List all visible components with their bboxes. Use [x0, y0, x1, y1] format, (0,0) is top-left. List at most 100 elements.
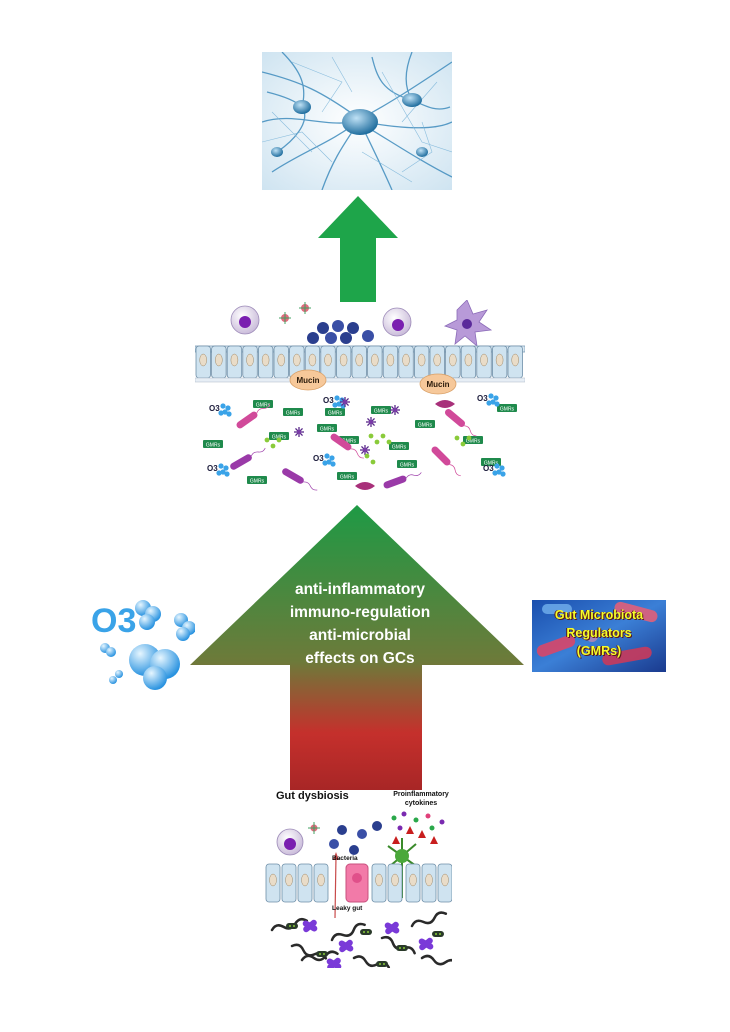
coccus-icon [264, 437, 270, 443]
coccus-icon [276, 437, 282, 443]
epithelial-cell [265, 863, 281, 903]
upward-arrow-green [318, 196, 398, 302]
gmr-tag-label: GMRs [286, 411, 301, 417]
epithelial-cell [281, 863, 297, 903]
gmr-tag-label: GMRs [500, 407, 515, 413]
gut-microbiota-regulators-image [532, 600, 666, 672]
cytokines-cluster [391, 811, 445, 844]
purple-pathogen-icon [384, 921, 400, 935]
epithelial-cell [367, 345, 383, 379]
bacteria-spheres-icon [329, 821, 382, 855]
epithelial-cell [405, 863, 421, 903]
effects-text: anti-inflammatory immuno-regulation anti… [250, 578, 470, 670]
epithelial-cell [258, 345, 274, 379]
immune-cell-icon [230, 305, 260, 335]
gmr-tag: GMRs [497, 404, 517, 413]
virus-icon [308, 822, 320, 834]
mucin-blob-right: Mucin [419, 373, 457, 395]
coccus-icon [370, 459, 376, 465]
bacteria-spheres-icon [307, 320, 374, 344]
ozone-tag: O3 [207, 463, 230, 477]
epithelial-cell [429, 345, 445, 379]
immune-cell-icon [276, 828, 304, 856]
rod-bacterium-icon [316, 951, 328, 957]
gmr-tag: GMRs [253, 400, 273, 409]
coccus-icon [460, 441, 466, 447]
bacterium-curved-icon [435, 400, 455, 408]
gmr-tag-label: GMRs [340, 475, 355, 481]
epithelial-cell [320, 345, 336, 379]
epithelial-cell [195, 345, 211, 379]
gmr-tag-label: GMRs [272, 435, 287, 441]
pathogen-star-icon [360, 445, 370, 455]
gmr-tag: GMRs [389, 442, 409, 451]
effect-line: immuno-regulation [289, 604, 431, 621]
epithelial-cell [460, 345, 477, 379]
dendritic-cell-icon [443, 300, 493, 347]
ozone-tag-label: O3 [209, 404, 220, 413]
pathogen-star-icon [366, 417, 376, 427]
spiral-bacterium-icon [300, 950, 339, 962]
immune-cell-icon [382, 307, 412, 337]
gmr-tag: GMRs [397, 460, 417, 469]
pathogen-star-icon [340, 397, 350, 407]
epithelial-cell [421, 863, 437, 903]
coccus-icon [270, 443, 276, 449]
purple-pathogen-icon [326, 957, 342, 968]
mucin-blob-left: Mucin [289, 369, 327, 391]
gmr-line: Regulators [566, 626, 632, 640]
gmr-tag-label: GMRs [206, 443, 221, 449]
epithelial-cells [265, 863, 452, 903]
epithelial-cell [242, 345, 258, 379]
bacterium-rod-icon [236, 403, 271, 429]
spiral-bacterium-icon [420, 954, 452, 966]
pathogen-star-icon [390, 405, 400, 415]
epithelial-cell [211, 345, 227, 379]
effect-line: anti-inflammatory [294, 581, 426, 598]
gmr-tag: GMRs [325, 408, 345, 417]
bacterium-rod-icon [330, 433, 364, 459]
purple-pathogen-icon [418, 937, 434, 951]
gmr-tag-label: GMRs [418, 423, 433, 429]
gmr-tag: GMRs [415, 420, 435, 429]
coccus-icon [364, 453, 370, 459]
pathogenic-bacteria [270, 911, 452, 968]
bacterium-rod-icon [282, 468, 318, 491]
rod-bacterium-icon [432, 931, 444, 937]
epithelial-cell [289, 345, 305, 379]
gmr-line: (GMRs) [576, 644, 622, 658]
leaky-gut-label: Leaky gut [332, 905, 363, 912]
epithelial-cells [195, 345, 523, 379]
ozone-tag: O3 [313, 453, 336, 467]
ozone-tag-label: O3 [323, 396, 334, 405]
gmr-tag: GMRs [337, 472, 357, 481]
mucin-label: Mucin [296, 376, 319, 385]
neuron-network-image [262, 52, 452, 190]
purple-pathogen-icon [338, 939, 354, 953]
gmr-tag: GMRs [463, 436, 483, 445]
epithelial-cell [351, 345, 367, 379]
bacteria-label: Bacteria [332, 855, 358, 862]
epithelial-cell [297, 863, 313, 903]
ozone-label: O3 [91, 602, 136, 640]
gmr-tag: GMRs [371, 406, 391, 415]
epithelial-cell [437, 863, 452, 903]
epithelial-cell [273, 345, 289, 379]
gmr-tag-label: GMRs [250, 479, 265, 485]
gmr-tag-label: GMRs [466, 439, 481, 445]
epithelial-cell [445, 345, 461, 379]
pathogen-star-icon [294, 427, 304, 437]
ozone-tag-label: O3 [313, 454, 324, 463]
gmr-tag-label: GMRs [256, 403, 271, 409]
gmr-tag: GMRs [203, 440, 223, 449]
epithelial-cell [398, 345, 414, 379]
rod-bacterium-icon [360, 929, 372, 935]
gmr-tag: GMRs [283, 408, 303, 417]
coccus-icon [368, 433, 374, 439]
coccus-icon [374, 439, 380, 445]
mucin-label: Mucin [426, 380, 449, 389]
gmr-tag-label: GMRs [320, 427, 335, 433]
virus-icon [279, 302, 311, 324]
